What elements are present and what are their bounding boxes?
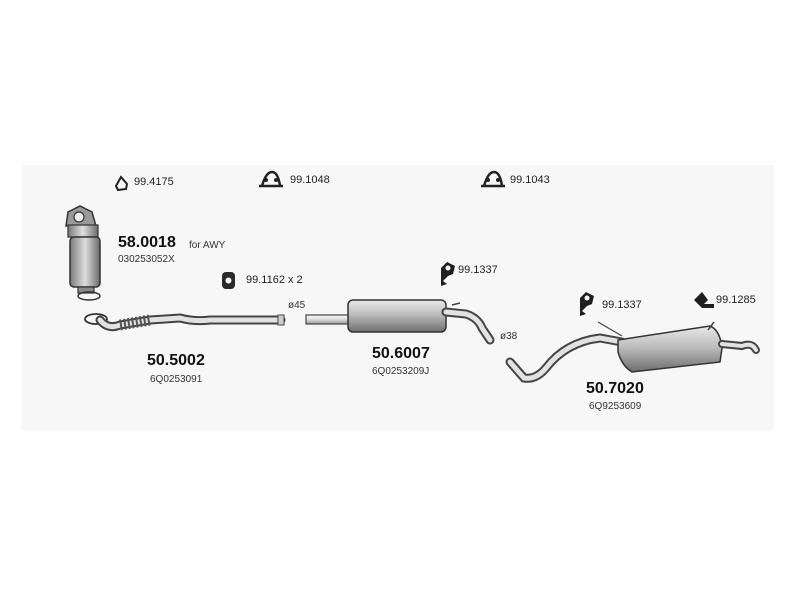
u-clamp-icon <box>481 170 505 188</box>
oem-number: 6Q0253209J <box>372 366 430 377</box>
hanger-icon <box>580 292 594 316</box>
diameter-label: ø45 <box>288 300 306 311</box>
clamp-label: 99.1048 <box>290 174 330 186</box>
part-note: for AWY <box>189 240 226 251</box>
catalytic-converter <box>65 205 101 301</box>
oem-number: 6Q9253609 <box>589 401 642 412</box>
middle-silencer <box>305 299 495 345</box>
hanger-label: 99.1337 <box>458 264 498 276</box>
part-number: 58.0018 <box>118 234 176 251</box>
clamp-label: 99.1043 <box>510 174 550 186</box>
diameter-label: ø38 <box>500 331 518 342</box>
clamp-label: 99.4175 <box>134 176 174 188</box>
front-pipe <box>84 313 286 332</box>
diagram-panel <box>22 165 774 430</box>
rear-silencer <box>505 321 760 383</box>
mount-label: 99.1162 x 2 <box>246 274 303 286</box>
ring-clamp-icon <box>114 175 129 192</box>
hanger-bracket-icon <box>694 292 714 308</box>
rubber-mount-icon <box>222 272 235 289</box>
part-number: 50.6007 <box>372 345 430 362</box>
part-number: 50.7020 <box>586 380 644 397</box>
oem-number: 030253052X <box>118 254 175 265</box>
u-clamp-icon <box>259 170 283 188</box>
hanger-label: 99.1337 <box>602 299 642 311</box>
part-number: 50.5002 <box>147 352 205 369</box>
oem-number: 6Q0253091 <box>150 374 203 385</box>
hanger-label: 99.1285 <box>716 294 756 306</box>
hanger-icon <box>441 262 455 286</box>
